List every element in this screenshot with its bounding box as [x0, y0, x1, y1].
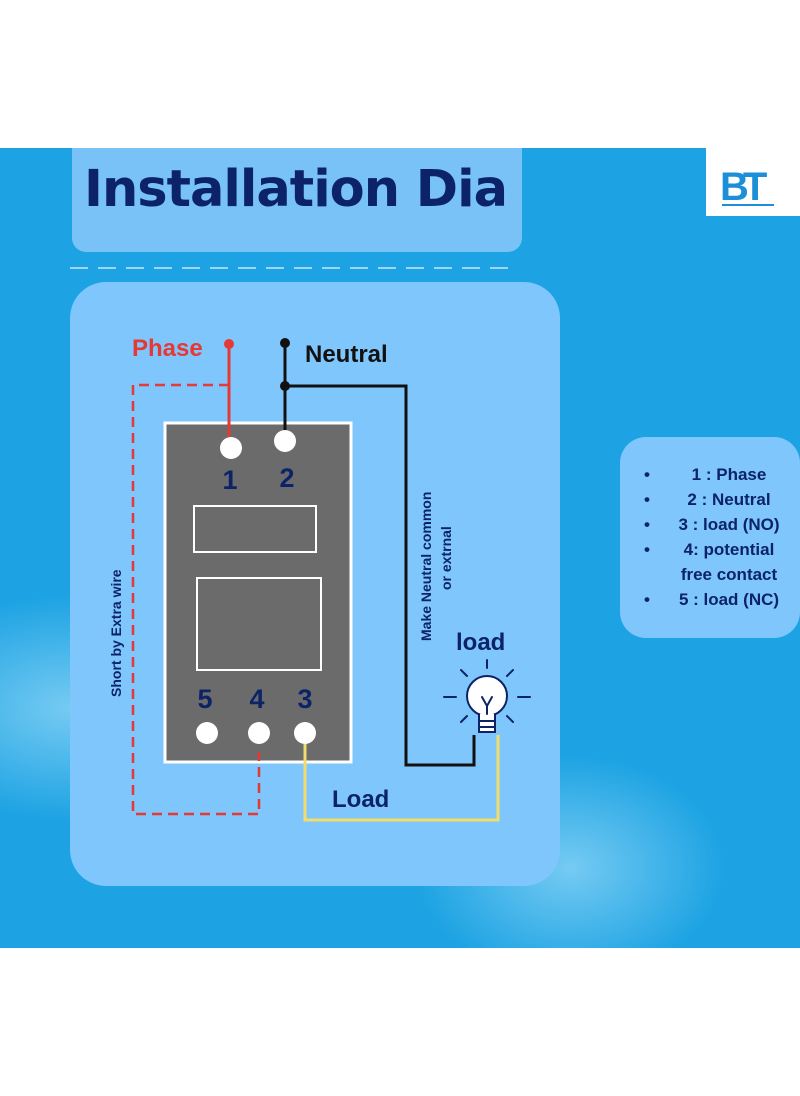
neutral-note-line2: or extrnal [438, 526, 454, 590]
legend-item-2: •2 : Neutral [636, 487, 796, 512]
page-title: Installation Dia [84, 160, 508, 219]
short-wire [131, 383, 261, 816]
bt-logo-icon: BT [720, 165, 774, 209]
terminal-4 [248, 722, 270, 744]
terminal-3-label: 3 [297, 684, 312, 714]
terminal-2-label: 2 [279, 463, 294, 493]
legend-item-5: •5 : load (NC) [636, 587, 796, 612]
legend-panel [620, 437, 800, 638]
legend-item-1: •1 : Phase [636, 462, 796, 487]
bullet-icon: • [644, 465, 650, 484]
terminal-3 [294, 722, 316, 744]
title-banner [72, 148, 522, 252]
neutral-label: Neutral [305, 341, 388, 368]
light-bulb-icon [443, 659, 531, 733]
lamp-label: load [456, 629, 505, 656]
device-display [193, 505, 317, 553]
phase-label: Phase [132, 335, 203, 362]
neutral-wire-end [280, 338, 290, 348]
short-wire-note: Short by Extra wire [108, 569, 124, 697]
neutral-note-line1: Make Neutral common [418, 492, 434, 641]
load-wire [303, 735, 500, 822]
legend-item-4: •4: potential [636, 537, 796, 562]
terminal-2 [274, 430, 296, 452]
legend-item-3: •3 : load (NO) [636, 512, 796, 537]
terminal-legend: •1 : Phase •2 : Neutral •3 : load (NO) •… [636, 462, 796, 612]
phase-wire-end [224, 339, 234, 349]
terminal-4-label: 4 [249, 684, 264, 714]
bullet-icon: • [644, 540, 650, 559]
terminal-1-label: 1 [222, 465, 237, 495]
bullet-icon: • [644, 590, 650, 609]
neutral-to-lamp-wire [285, 384, 476, 767]
device-panel [196, 577, 322, 671]
brand-logo: BT [706, 148, 800, 216]
terminal-5-label: 5 [197, 684, 212, 714]
terminal-5 [196, 722, 218, 744]
bullet-icon: • [644, 490, 650, 509]
bullet-icon: • [644, 515, 650, 534]
load-wire-label: Load [332, 786, 389, 813]
terminal-1 [220, 437, 242, 459]
legend-item-4-cont: free contact [680, 565, 778, 584]
